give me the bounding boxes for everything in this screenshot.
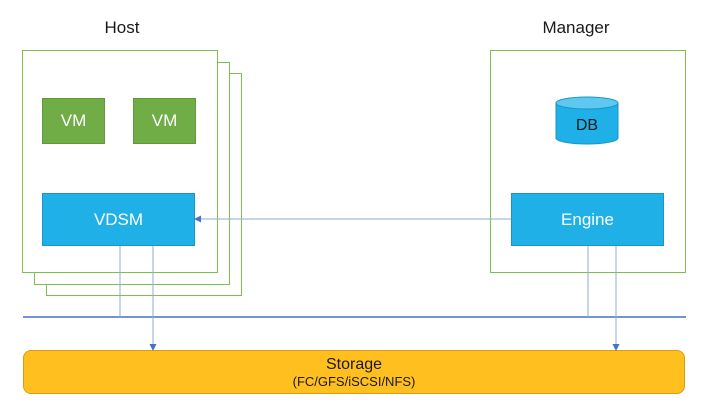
storage-label: Storage: [325, 355, 383, 373]
manager-title: Manager: [542, 18, 610, 37]
vm-box-1: VM: [42, 98, 105, 144]
vm-label-2: VM: [151, 111, 178, 130]
vdsm-label: VDSM: [93, 209, 144, 229]
storage-box: Storage (FC/GFS/iSCSI/NFS): [23, 350, 685, 394]
engine-label: Engine: [561, 209, 614, 229]
vm-box-2: VM: [133, 98, 196, 144]
vm-label-1: VM: [60, 111, 87, 130]
engine-box: Engine: [511, 193, 664, 246]
storage-sublabel: (FC/GFS/iSCSI/NFS): [292, 373, 416, 389]
host-title: Host: [104, 18, 140, 37]
vdsm-box: VDSM: [42, 193, 195, 246]
db-label: DB: [575, 117, 599, 134]
db-cylinder-icon: [555, 96, 619, 145]
